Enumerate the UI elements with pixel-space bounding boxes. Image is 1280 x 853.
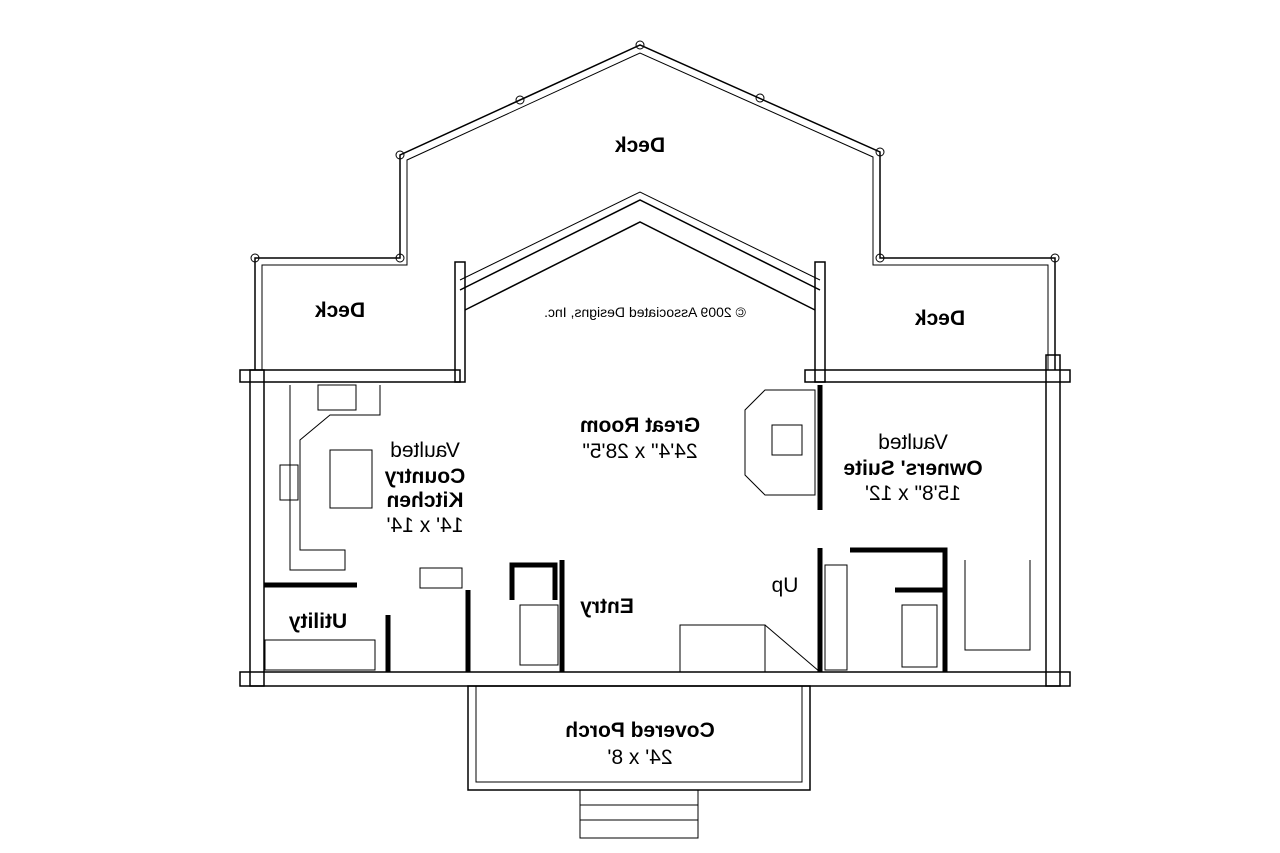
kitchen-line1: Vaulted: [390, 439, 460, 462]
owners-suite-size: 15'8" x 12': [865, 482, 961, 505]
owners-suite-line2: Owners' Suite: [843, 457, 982, 480]
kitchen-line3: Kitchen: [386, 489, 463, 512]
covered-porch: [467, 685, 811, 839]
deck-railing: [250, 40, 1060, 370]
owners-suite-line1: Vaulted: [878, 431, 948, 454]
porch-name: Covered Porch: [565, 719, 714, 742]
great-room-name: Great Room: [580, 414, 700, 437]
stairs-up-label: Up: [772, 574, 799, 597]
interior-walls: [264, 384, 1031, 673]
porch-size: 24' x 8': [607, 746, 672, 769]
entry-label: Entry: [580, 595, 634, 618]
deck-right-label: Deck: [915, 307, 966, 330]
kitchen-size: 14' x 14': [387, 514, 464, 537]
deck-left-label: Deck: [315, 299, 366, 322]
deck-top-label: Deck: [615, 134, 666, 157]
great-room-size: 24'4" x 28'5": [582, 440, 697, 463]
gable-window-wall: [454, 191, 826, 383]
utility-label: Utility: [289, 610, 348, 633]
copyright-notice: © 2009 Associated Designs, Inc.: [544, 304, 746, 320]
kitchen-line2: Country: [384, 465, 465, 488]
